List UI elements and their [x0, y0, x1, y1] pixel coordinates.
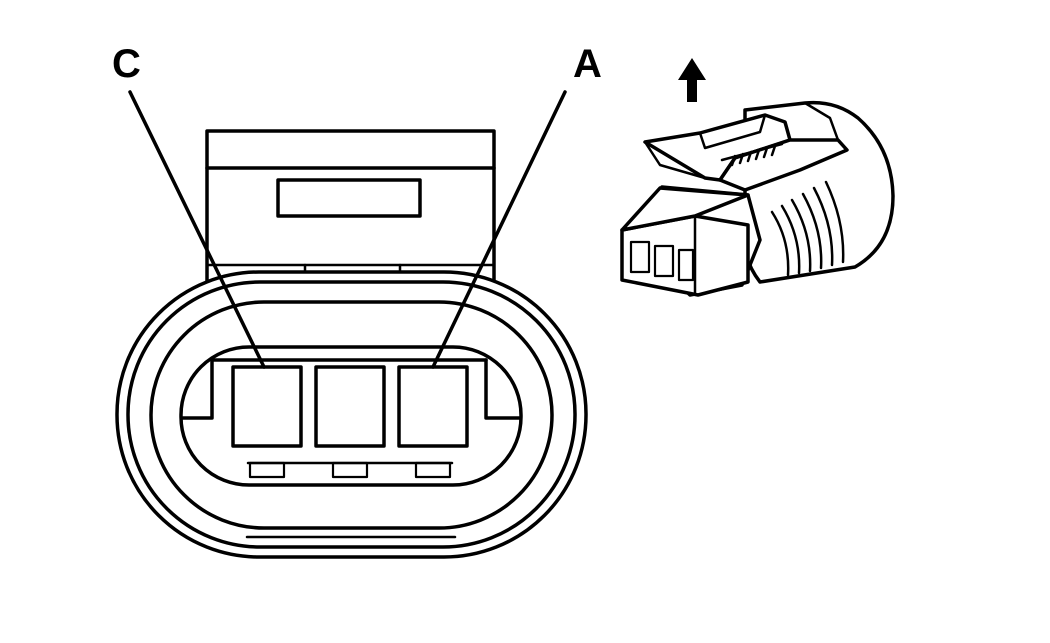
terminal-cells — [231, 365, 469, 448]
terminal-cell-c — [231, 365, 303, 448]
terminal-openings — [629, 240, 695, 282]
terminal-label-a: A — [573, 42, 602, 86]
seal-ribs — [770, 180, 845, 277]
latch-teeth — [730, 144, 777, 167]
terminal-cell-b — [314, 365, 386, 448]
direction-arrow-up-icon — [678, 58, 706, 102]
terminal-cell-a — [397, 365, 469, 448]
connector-isometric-view — [620, 58, 895, 297]
leader-line-a — [431, 90, 567, 369]
latch-notches — [246, 461, 454, 479]
leader-line-c — [128, 90, 266, 369]
terminal-label-c: C — [112, 42, 141, 86]
connector-face-view: C A — [112, 42, 602, 559]
